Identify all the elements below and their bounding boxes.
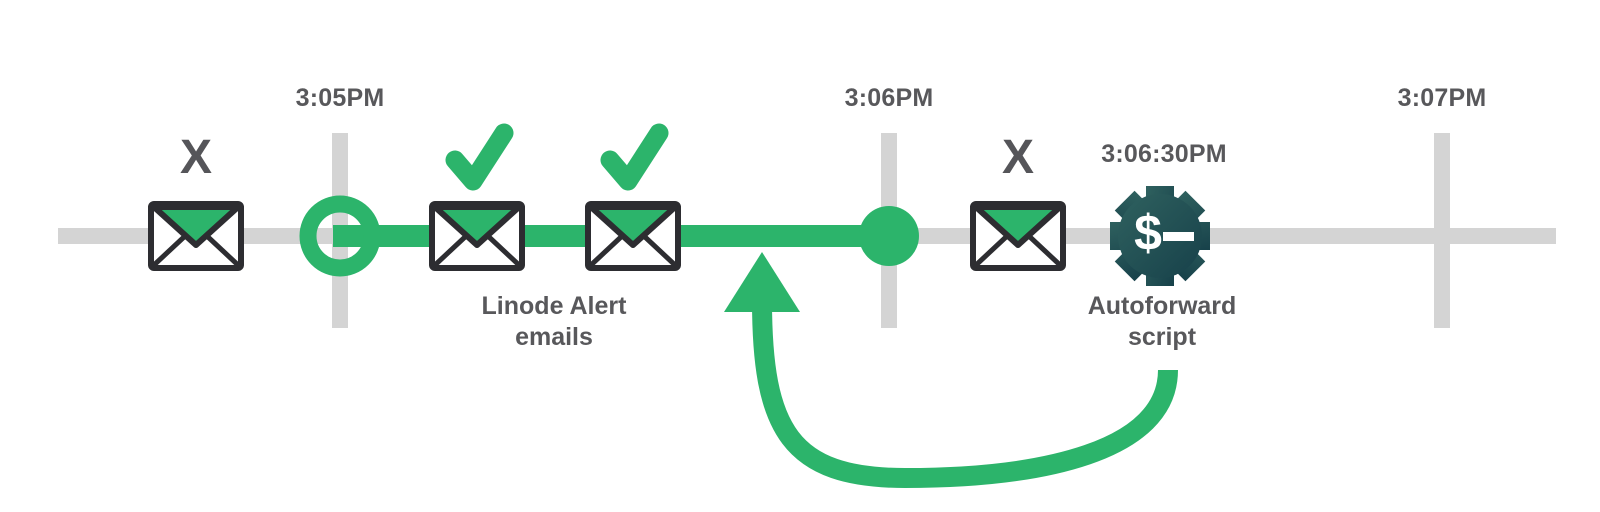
envelope-icon: [585, 201, 681, 271]
gear-dollar-icon: $: [1110, 186, 1210, 286]
label-autoforward-time: 3:06:30PM: [1101, 140, 1227, 168]
x-mark-icon: X: [179, 131, 213, 184]
tick-label-307: 3:07PM: [1397, 84, 1487, 112]
feedback-arrow-head: [724, 252, 800, 312]
caption-linode-alert-emails: Linode Alert emails: [481, 292, 627, 351]
caption-autoforward-script: Autoforward script: [1087, 292, 1237, 351]
svg-text:$: $: [1134, 205, 1162, 261]
tick-label-305: 3:05PM: [295, 84, 385, 112]
tick-marker-dot-306: [859, 206, 919, 266]
check-mark-icon: [445, 123, 514, 191]
envelope-icon: [970, 201, 1066, 271]
tick-label-306: 3:06PM: [844, 84, 934, 112]
envelope-icon: [148, 201, 244, 271]
tick-mark-307: [1434, 133, 1450, 328]
feedback-arrow-curve: [752, 299, 1178, 489]
x-mark-icon: X: [1001, 131, 1035, 184]
envelope-icon: [429, 201, 525, 271]
tick-marker-ring-305: [299, 195, 381, 277]
check-mark-icon: [600, 123, 669, 191]
